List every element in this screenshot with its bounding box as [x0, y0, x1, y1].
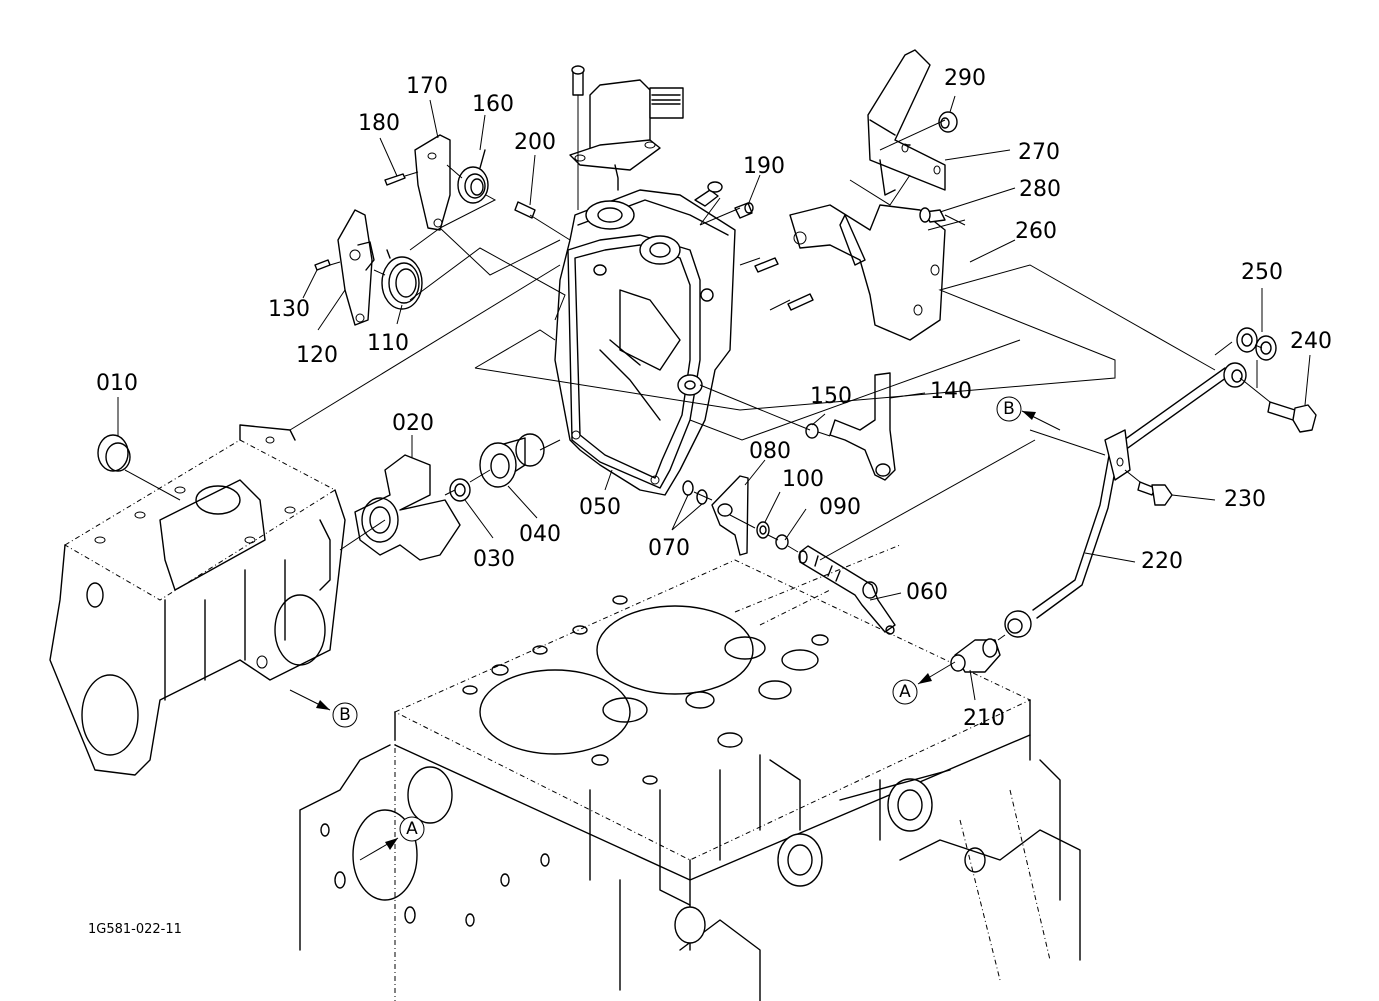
- drawing-number: 1G581-022-11: [88, 922, 182, 937]
- part-040-bushing[interactable]: [479, 433, 545, 488]
- part-010-cap[interactable]: [97, 434, 131, 472]
- part-110-spring[interactable]: [381, 249, 423, 310]
- part-090-snap-ring[interactable]: [775, 534, 789, 550]
- label-260[interactable]: 260: [1015, 219, 1057, 244]
- assembly-lines: [124, 119, 1271, 641]
- label-160[interactable]: 160: [472, 92, 514, 117]
- part-290-grommet[interactable]: [938, 111, 958, 133]
- part-labels: 010 020 030 040 050 060 070 080 090 100 …: [96, 66, 1332, 731]
- engine-block: [299, 559, 1081, 1001]
- reference-marker-a-pipe: A: [892, 661, 956, 705]
- label-140[interactable]: 140: [930, 379, 972, 404]
- leader-lines: [117, 95, 1311, 701]
- label-240[interactable]: 240: [1290, 329, 1332, 354]
- part-240-bolt[interactable]: [1267, 401, 1317, 433]
- label-250[interactable]: 250: [1241, 260, 1283, 285]
- reference-marker-b-case: B: [289, 689, 358, 728]
- part-250-washers[interactable]: [1236, 327, 1277, 361]
- marker-letter: A: [406, 819, 418, 839]
- part-180-pin[interactable]: [384, 173, 406, 186]
- part-060-shaft[interactable]: [798, 545, 896, 635]
- label-070[interactable]: 070: [648, 536, 690, 561]
- reference-marker-b-pipe: B: [996, 396, 1061, 431]
- label-110[interactable]: 110: [367, 331, 409, 356]
- label-090[interactable]: 090: [819, 495, 861, 520]
- part-030-nut[interactable]: [449, 478, 471, 502]
- part-260-bracket[interactable]: [789, 204, 946, 341]
- part-050-governor-housing[interactable]: [554, 189, 736, 496]
- part-210-fitting[interactable]: [950, 638, 1001, 673]
- label-190[interactable]: 190: [743, 154, 785, 179]
- stud-bolts: [754, 257, 814, 311]
- label-180[interactable]: 180: [358, 111, 400, 136]
- label-230[interactable]: 230: [1224, 487, 1266, 512]
- part-230-bolt[interactable]: [1137, 481, 1173, 506]
- label-270[interactable]: 270: [1018, 140, 1060, 165]
- part-220-pipe[interactable]: [1004, 362, 1247, 638]
- label-080[interactable]: 080: [749, 439, 791, 464]
- label-100[interactable]: 100: [782, 467, 824, 492]
- marker-letter: B: [1003, 399, 1015, 419]
- label-280[interactable]: 280: [1019, 177, 1061, 202]
- label-210[interactable]: 210: [963, 706, 1005, 731]
- marker-letter: A: [899, 682, 911, 702]
- label-150[interactable]: 150: [810, 384, 852, 409]
- label-050[interactable]: 050: [579, 495, 621, 520]
- label-020[interactable]: 020: [392, 411, 434, 436]
- label-040[interactable]: 040: [519, 522, 561, 547]
- label-030[interactable]: 030: [473, 547, 515, 572]
- label-290[interactable]: 290: [944, 66, 986, 91]
- part-020-lever[interactable]: [354, 454, 461, 561]
- part-130-pin[interactable]: [314, 259, 331, 271]
- solenoid-assembly: [569, 65, 684, 210]
- marker-letter: B: [339, 705, 351, 725]
- label-010[interactable]: 010: [96, 371, 138, 396]
- label-130[interactable]: 130: [268, 297, 310, 322]
- label-060[interactable]: 060: [906, 580, 948, 605]
- part-100-washer[interactable]: [756, 521, 770, 539]
- label-220[interactable]: 220: [1141, 549, 1183, 574]
- part-200-pin[interactable]: [514, 201, 536, 219]
- part-160-spring[interactable]: [457, 149, 489, 204]
- reference-marker-a-block: A: [359, 816, 425, 861]
- part-140-lever[interactable]: [829, 372, 896, 481]
- label-170[interactable]: 170: [406, 74, 448, 99]
- part-270-bracket[interactable]: [867, 49, 946, 196]
- gear-case: [49, 424, 346, 776]
- part-190-bolt[interactable]: [694, 181, 754, 219]
- part-150-o-ring[interactable]: [805, 423, 819, 439]
- part-170-plate[interactable]: [414, 134, 451, 231]
- label-120[interactable]: 120: [296, 343, 338, 368]
- part-120-plate[interactable]: [337, 209, 375, 326]
- part-280-bolt[interactable]: [919, 207, 946, 223]
- label-200[interactable]: 200: [514, 130, 556, 155]
